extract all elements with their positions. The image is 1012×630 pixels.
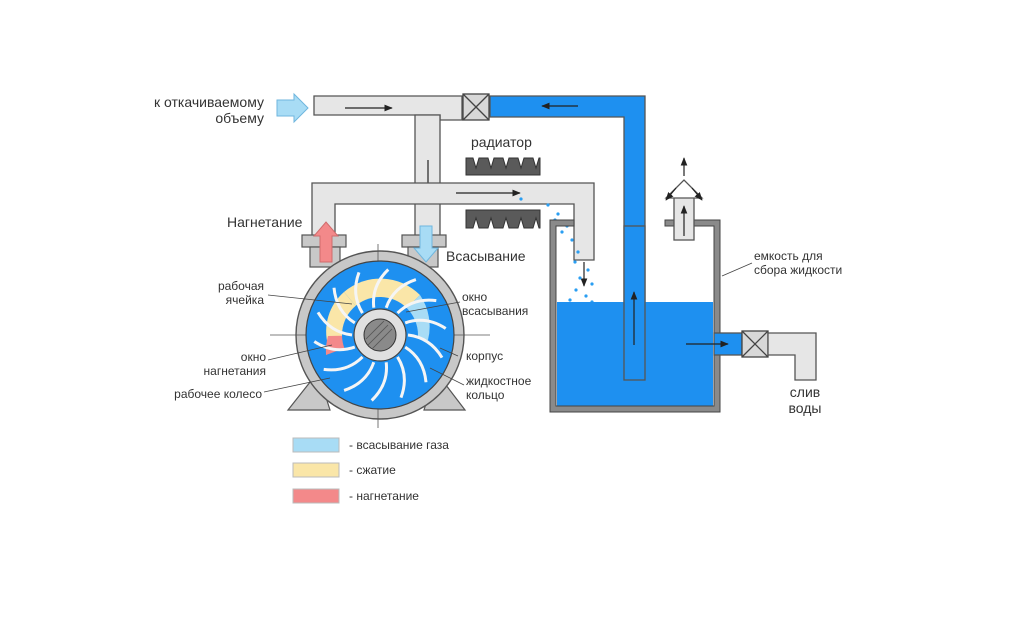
legend-label-compression: - сжатие (349, 463, 396, 477)
impeller-blade (332, 287, 356, 325)
impeller-blade (407, 333, 444, 359)
discharge-arrow-icon (312, 221, 340, 263)
label-drain-2: воды (788, 400, 822, 416)
label-to-volume-2: объему (215, 110, 264, 126)
label-drain: слив воды (782, 384, 828, 416)
radiator-icon (465, 157, 541, 229)
legend-label-discharge: - нагнетание (349, 489, 419, 503)
label-working-cell-1: рабочая (217, 279, 264, 293)
label-liquid-ring-1: жидкостное (466, 374, 532, 388)
top-valve-icon (462, 93, 490, 121)
suction-arrow-icon (412, 225, 440, 263)
impeller-blade (384, 278, 417, 309)
legend-label-suction: - всасывание газа (349, 438, 449, 452)
vent-icon (664, 157, 704, 241)
label-impeller: рабочее колесо (174, 387, 262, 401)
label-suction-window-2: всасывания (462, 304, 529, 318)
impeller-blade (323, 355, 364, 372)
impeller-blade (316, 311, 353, 337)
label-suction-window-1: окно (462, 290, 488, 304)
label-tank-2: сбора жидкости (754, 263, 843, 277)
legend-swatch-suction (292, 437, 340, 453)
label-discharge-window-1: окно (240, 350, 266, 364)
impeller-blade (404, 345, 428, 383)
label-radiator: радиатор (471, 134, 532, 150)
legend-swatch-discharge (292, 488, 340, 504)
impeller-blade (396, 298, 437, 315)
impeller-blade (396, 356, 406, 399)
inlet-arrow-icon (276, 92, 309, 124)
leader-lines (263, 262, 753, 393)
impeller-blade (313, 340, 356, 352)
label-housing: корпус (466, 349, 504, 363)
label-working-cell: рабочая ячейка (196, 279, 264, 307)
drain-pipe (686, 330, 817, 381)
label-tank: емкость для сбора жидкости (754, 249, 842, 277)
label-discharge-window-2: нагнетания (203, 364, 266, 378)
label-liquid-ring-2: кольцо (466, 388, 505, 402)
label-to-volume-1: к откачиваемому (154, 94, 264, 110)
label-drain-1: слив (789, 384, 821, 400)
liquid-tank (549, 219, 721, 413)
label-working-cell-2: ячейка (225, 293, 264, 307)
legend-swatch-compression (292, 462, 340, 478)
water-droplets (519, 197, 594, 304)
label-discharge: Нагнетание (227, 214, 303, 230)
impeller-blade (354, 271, 364, 314)
label-discharge-window: окно нагнетания (186, 350, 266, 378)
inlet-pipe (313, 95, 463, 241)
label-suction: Всасывание (446, 248, 526, 264)
impeller-blade (371, 268, 390, 308)
impeller-blade (404, 318, 447, 330)
label-suction-window: окно всасывания (462, 290, 528, 318)
label-to-volume: к откачиваемому объему (130, 94, 264, 126)
impeller-blade (343, 361, 376, 392)
legend (292, 437, 340, 504)
pump-body (270, 234, 490, 428)
label-liquid-ring: жидкостное кольцо (466, 374, 531, 402)
label-tank-1: емкость для (754, 249, 823, 263)
impeller-blade (370, 362, 389, 402)
